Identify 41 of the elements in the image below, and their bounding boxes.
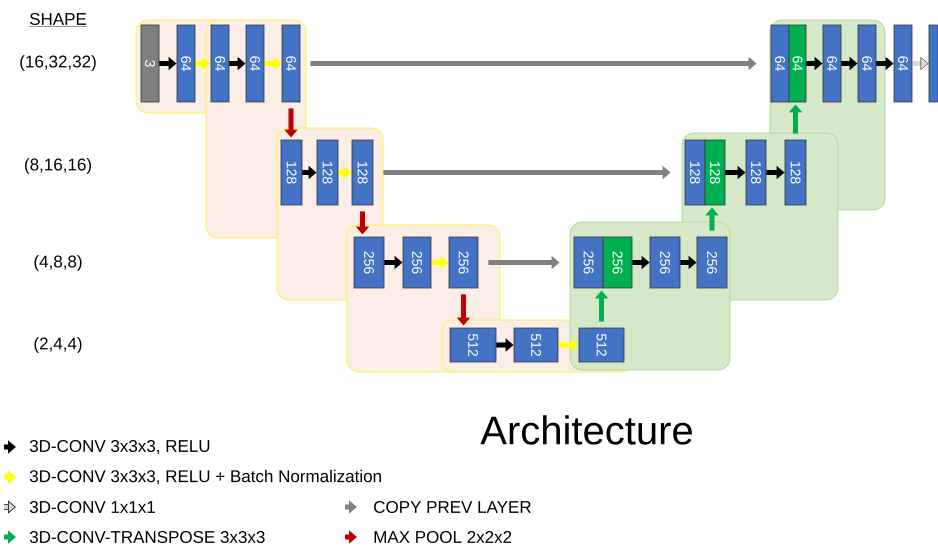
layer-block: 256 xyxy=(354,236,384,288)
legend-label: 3D-CONV-TRANSPOSE 3x3x3 xyxy=(30,530,265,544)
layer-block: 64 xyxy=(788,24,806,102)
layer-block: 64 xyxy=(282,24,300,102)
layer-block: 128 xyxy=(704,140,726,206)
legend-label: 3D-CONV 3x3x3, RELU xyxy=(30,440,210,454)
layer-block: 64 xyxy=(894,24,912,102)
layer-block: 256 xyxy=(602,236,632,288)
layer-block: 128 xyxy=(352,140,374,206)
title: Architecture xyxy=(480,415,692,445)
layer-block: 64 xyxy=(176,24,196,102)
shape-label: SHAPE xyxy=(29,12,88,27)
layer-block: 256 xyxy=(696,236,728,288)
layer-block xyxy=(928,24,938,102)
arrow xyxy=(912,57,928,70)
shape-label: (4,8,8) xyxy=(34,255,82,271)
shape-label: (2,4,4) xyxy=(34,337,82,353)
legend-label: 3D-CONV 3x3x3, RELU + Batch Normalization xyxy=(30,470,381,484)
legend-label: 3D-CONV 1x1x1 xyxy=(30,500,155,514)
shape-label: (16,32,32) xyxy=(20,55,96,71)
layer-block: 64 xyxy=(822,24,842,102)
layer-block: 64 xyxy=(246,24,264,102)
layer-block: 128 xyxy=(784,140,806,206)
layer-block: 256 xyxy=(448,236,478,288)
layer-block: 64 xyxy=(210,24,230,102)
layer-block: 128 xyxy=(316,140,338,206)
layer-block: 3 xyxy=(140,24,160,102)
layer-block: 64 xyxy=(770,24,790,102)
layer-block: 128 xyxy=(280,140,302,206)
legend-label: MAX POOL 2x2x2 xyxy=(374,530,512,544)
legend-label: COPY PREV LAYER xyxy=(374,500,531,514)
layer-block: 256 xyxy=(650,236,680,288)
layer-block: 128 xyxy=(684,140,706,206)
layer-block: 512 xyxy=(514,328,558,362)
layer-block: 256 xyxy=(402,236,432,288)
layer-block: 256 xyxy=(574,236,604,288)
layer-block: 128 xyxy=(746,140,766,206)
layer-block: 64 xyxy=(858,24,876,102)
layer-block: 512 xyxy=(578,328,624,362)
layer-block: 512 xyxy=(450,328,496,362)
shape-label: (8,16,16) xyxy=(25,158,91,174)
